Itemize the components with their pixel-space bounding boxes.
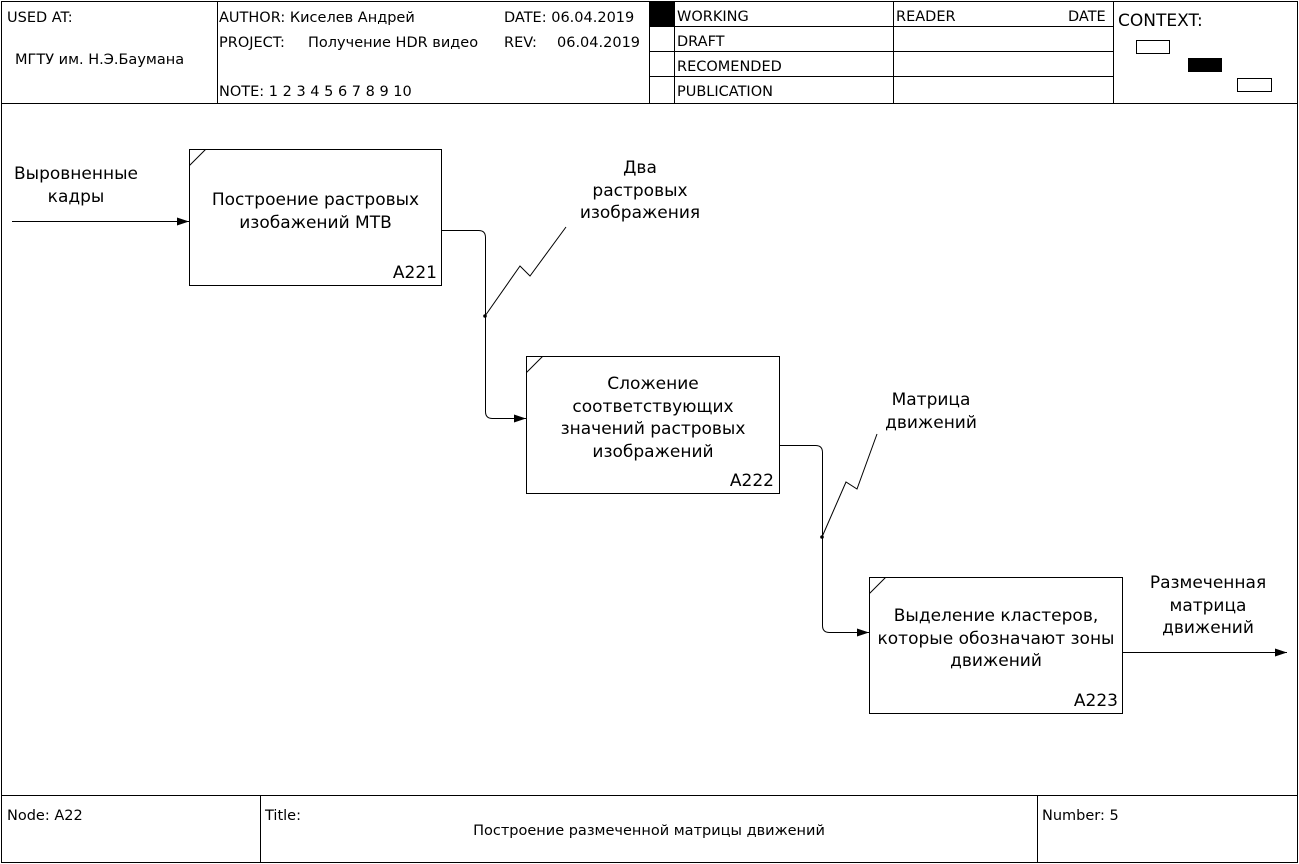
box-a223-id: A223 bbox=[1073, 691, 1118, 711]
project-value: Получение HDR видео bbox=[308, 35, 479, 51]
used-at-value: МГТУ им. Н.Э.Баумана bbox=[15, 52, 185, 68]
number-label: Number: bbox=[1042, 808, 1105, 824]
reader-date-label: DATE bbox=[1068, 9, 1106, 25]
box-a222-id: A222 bbox=[729, 471, 774, 491]
label-line: Матрица bbox=[891, 390, 971, 410]
rev-value: 06.04.2019 bbox=[557, 35, 641, 51]
status-publication: PUBLICATION bbox=[677, 84, 773, 100]
author-label: AUTHOR: bbox=[219, 10, 286, 26]
output-arrow-label: Размеченная матрица движений bbox=[1132, 572, 1284, 640]
date-label: DATE: bbox=[504, 10, 547, 26]
rev-label: REV: bbox=[504, 35, 537, 51]
title-label: Title: bbox=[265, 808, 301, 824]
date-field: DATE: 06.04.2019 bbox=[504, 10, 634, 27]
function-box-frame-a222 bbox=[526, 356, 780, 494]
label-line: движений bbox=[885, 412, 977, 433]
squiggle-a1-to-a2 bbox=[484, 226, 567, 317]
project-label: PROJECT: bbox=[219, 35, 285, 51]
note-value: 1 2 3 4 5 6 7 8 9 10 bbox=[268, 84, 412, 100]
function-box-frame-a221 bbox=[189, 149, 442, 286]
note-field: NOTE: 1 2 3 4 5 6 7 8 9 10 bbox=[219, 84, 412, 101]
label-line: Два bbox=[623, 158, 657, 178]
context-label: CONTEXT: bbox=[1118, 11, 1203, 31]
junction-dot bbox=[483, 314, 487, 318]
number-value: 5 bbox=[1109, 808, 1119, 824]
label-line: движений bbox=[1162, 618, 1254, 638]
label-line: кадры bbox=[47, 186, 105, 207]
context-box-3 bbox=[1237, 78, 1272, 92]
box-a221-text: Построение растровых изобажений MTB bbox=[211, 190, 420, 233]
label-line: Размеченная bbox=[1149, 573, 1267, 593]
used-at-label: USED AT: bbox=[7, 10, 73, 26]
author-field: AUTHOR: Киселев Андрей bbox=[219, 10, 415, 27]
label-line: изображения bbox=[579, 203, 701, 223]
box-a222-text: Сложение соответствующих значений растро… bbox=[560, 374, 746, 462]
box-a221-id: A221 bbox=[392, 263, 437, 283]
date-value: 06.04.2019 bbox=[551, 10, 635, 26]
status-recomended: RECOMENDED bbox=[677, 59, 782, 75]
squiggle-a2-to-a3 bbox=[821, 433, 878, 538]
working-status-marker bbox=[650, 2, 674, 26]
context-box-1 bbox=[1136, 40, 1170, 54]
label-line: Выровненные bbox=[14, 164, 138, 184]
arrow-a222-to-a223 bbox=[779, 445, 869, 637]
junction-dot bbox=[820, 535, 824, 539]
node-label: Node: bbox=[7, 808, 50, 824]
status-draft: DRAFT bbox=[677, 34, 725, 50]
reader-label: READER bbox=[896, 9, 956, 25]
context-box-2-current bbox=[1188, 58, 1222, 72]
status-working: WORKING bbox=[677, 9, 749, 25]
arrow-a221-to-a222 bbox=[441, 230, 526, 423]
author-value: Киселев Андрей bbox=[289, 10, 415, 26]
a1-to-a2-arrow-label: Два растровых изображения bbox=[560, 157, 720, 225]
function-box-frame-a223 bbox=[869, 577, 1123, 714]
number-field: Number: 5 bbox=[1042, 808, 1119, 825]
node-field: Node: A22 bbox=[7, 808, 83, 825]
label-line: матрица bbox=[1169, 595, 1247, 616]
a2-to-a3-arrow-label: Матрица движений bbox=[870, 389, 992, 434]
input-arrow-label: Выровненные кадры bbox=[0, 163, 152, 208]
box-a223-text: Выделение кластеров, которые обозначают … bbox=[877, 606, 1115, 671]
node-value: A22 bbox=[54, 808, 83, 824]
diagram-title: Построение размеченной матрицы движений bbox=[473, 823, 825, 839]
note-label: NOTE: bbox=[219, 84, 265, 100]
label-line: растровых bbox=[592, 180, 688, 201]
